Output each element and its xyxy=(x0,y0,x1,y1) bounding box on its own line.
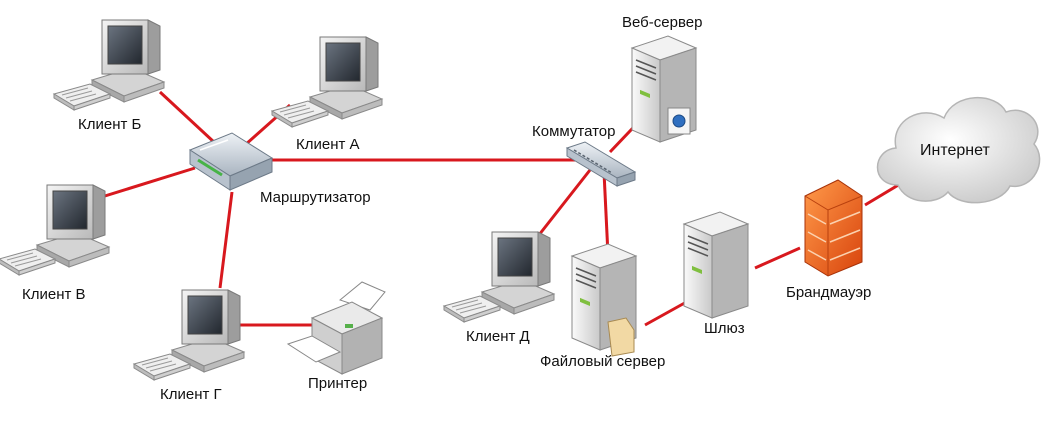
file-server-label: Файловый сервер xyxy=(540,353,666,370)
web-server-icon xyxy=(631,35,697,143)
router-label: Маршрутизатор xyxy=(260,189,371,206)
link-router-client-v xyxy=(91,166,196,202)
workstation-icon-client-a xyxy=(271,36,383,128)
client-b-label: Клиент Б xyxy=(78,116,142,133)
web-server-label: Веб-сервер xyxy=(622,14,703,31)
link-router-client-g xyxy=(218,191,234,289)
client-a-label: Клиент А xyxy=(296,136,360,153)
client-d-label: Клиент Д xyxy=(466,328,530,345)
printer-label: Принтер xyxy=(308,375,368,392)
link-router-client-b xyxy=(158,90,217,145)
switch-icon xyxy=(565,141,637,187)
switch-label: Коммутатор xyxy=(532,123,616,140)
internet-label: Интернет xyxy=(920,142,990,159)
link-switch-file-server xyxy=(602,171,610,256)
cloud-icon xyxy=(876,97,1041,204)
printer-icon xyxy=(286,281,386,375)
workstation-icon-client-d xyxy=(443,231,555,323)
workstation-icon-client-b xyxy=(53,19,165,111)
workstation-icon-client-g xyxy=(133,289,245,381)
link-file-server-gateway xyxy=(644,298,691,327)
link-switch-client-d xyxy=(533,169,592,241)
workstation-icon-client-v xyxy=(0,184,110,276)
router-icon xyxy=(188,132,274,191)
gateway-icon xyxy=(683,211,749,319)
client-g-label: Клиент Г xyxy=(160,386,222,403)
file-server-icon xyxy=(571,243,637,357)
gateway-label: Шлюз xyxy=(704,320,745,337)
connection-lines xyxy=(91,90,916,327)
client-v-label: Клиент В xyxy=(22,286,86,303)
link-gateway-firewall xyxy=(754,246,801,270)
firewall-label: Брандмауэр xyxy=(786,284,872,301)
firewall-icon xyxy=(804,179,863,277)
